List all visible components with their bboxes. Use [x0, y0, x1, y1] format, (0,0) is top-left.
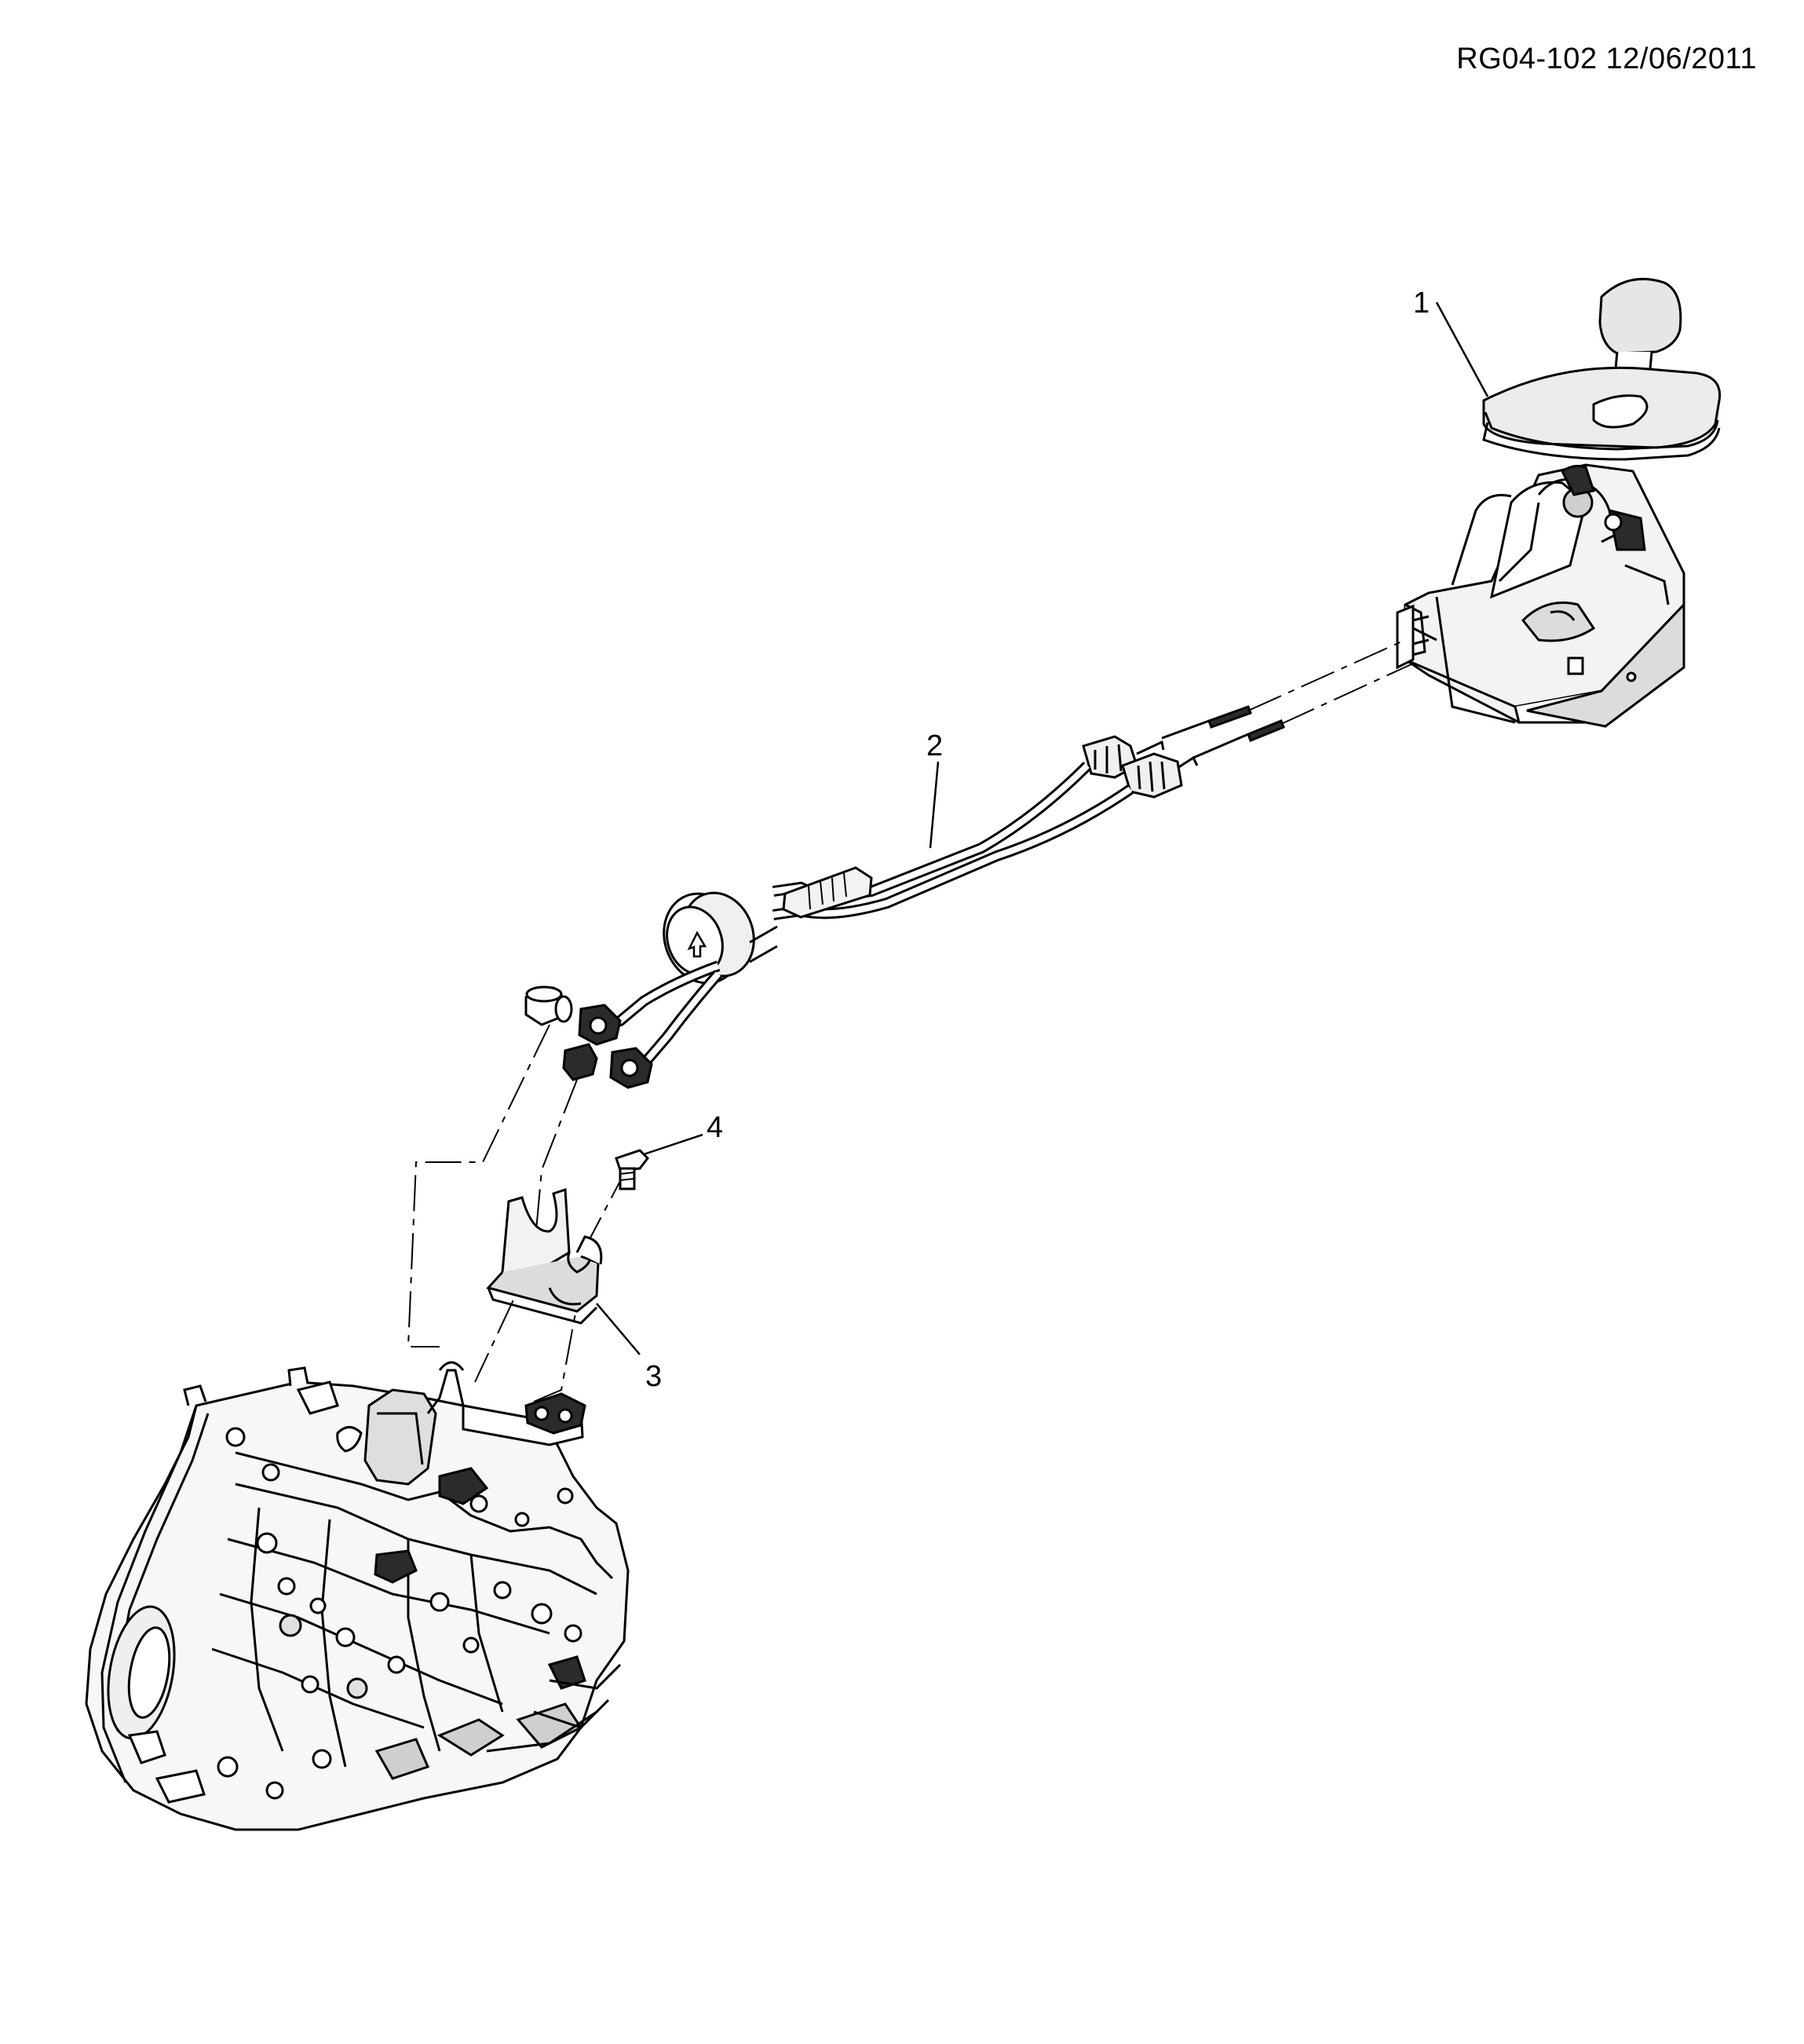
transmission-assembly: [85, 1361, 630, 1831]
leader-line-3: [596, 1303, 641, 1355]
leader-line-1: [1435, 302, 1489, 397]
leader-line-2: [929, 761, 940, 849]
gearshift-control-assembly[interactable]: [1396, 277, 1722, 728]
diagram-reference-label: RG04-102 12/06/2011: [1456, 42, 1757, 75]
bolt[interactable]: [615, 1149, 649, 1190]
callout-3: 3: [596, 1303, 662, 1393]
callout-number-1: 1: [1413, 287, 1430, 320]
alignment-lines-part1: [1247, 639, 1414, 725]
callout-2: 2: [926, 729, 943, 849]
callout-number-3: 3: [645, 1360, 662, 1393]
leader-line-4: [643, 1133, 703, 1156]
callout-4: 4: [643, 1111, 723, 1156]
shift-cable-assembly[interactable]: [524, 705, 1285, 1089]
callout-number-4: 4: [707, 1111, 723, 1144]
callout-1: 1: [1413, 287, 1489, 397]
cable-bracket[interactable]: [486, 1187, 603, 1325]
callout-number-2: 2: [926, 729, 943, 762]
alignment-lines-part2: [407, 1024, 629, 1402]
